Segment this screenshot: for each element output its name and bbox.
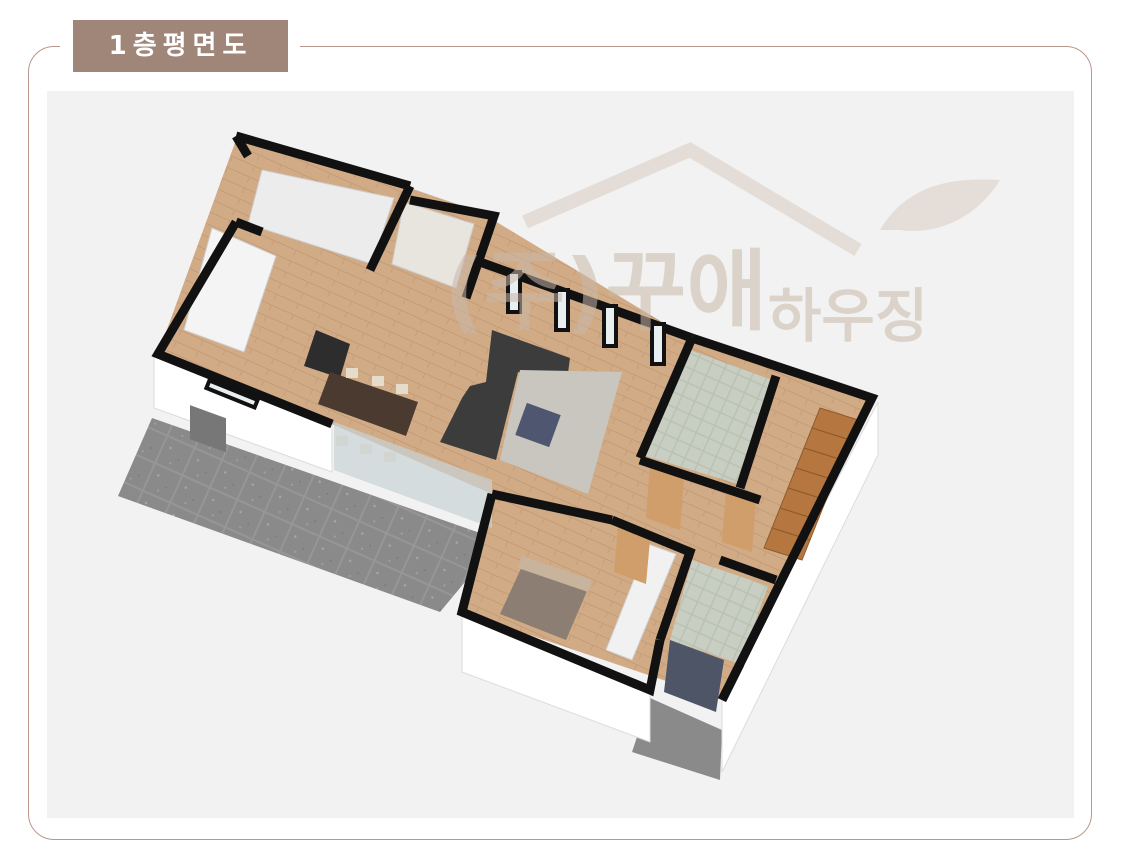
content-frame [28,46,1092,840]
bedroom-wardrobe [605,543,677,661]
bedroom-door [614,528,650,584]
kitchen-fridge [190,405,226,453]
watermark-logo: (주)꾸애 하우징 [444,142,1000,350]
walls [151,131,879,703]
sofa [440,330,570,460]
watermark-leaf-icon [880,179,1000,231]
bathroom-door [646,464,684,530]
front-door [664,640,724,712]
entry-step [632,698,722,780]
stair-door [722,490,756,552]
glass-sliding-door [334,422,492,528]
watermark-roof-icon [522,142,862,257]
closet-shelves [391,201,475,289]
entry-floor [670,560,768,664]
dining-table [318,372,418,436]
watermark-brand-sub: 하우징 [768,282,928,350]
paved-yard [118,418,500,612]
windows [203,270,666,411]
watermark-brand-main: (주)꾸애 [444,240,767,343]
kitchen-island [304,330,350,378]
coffee-table [515,402,561,448]
page-title: 1층평면도 [73,20,288,72]
bedroom-headboard [518,556,592,592]
rug [500,370,622,494]
bathroom-floor [646,350,772,484]
